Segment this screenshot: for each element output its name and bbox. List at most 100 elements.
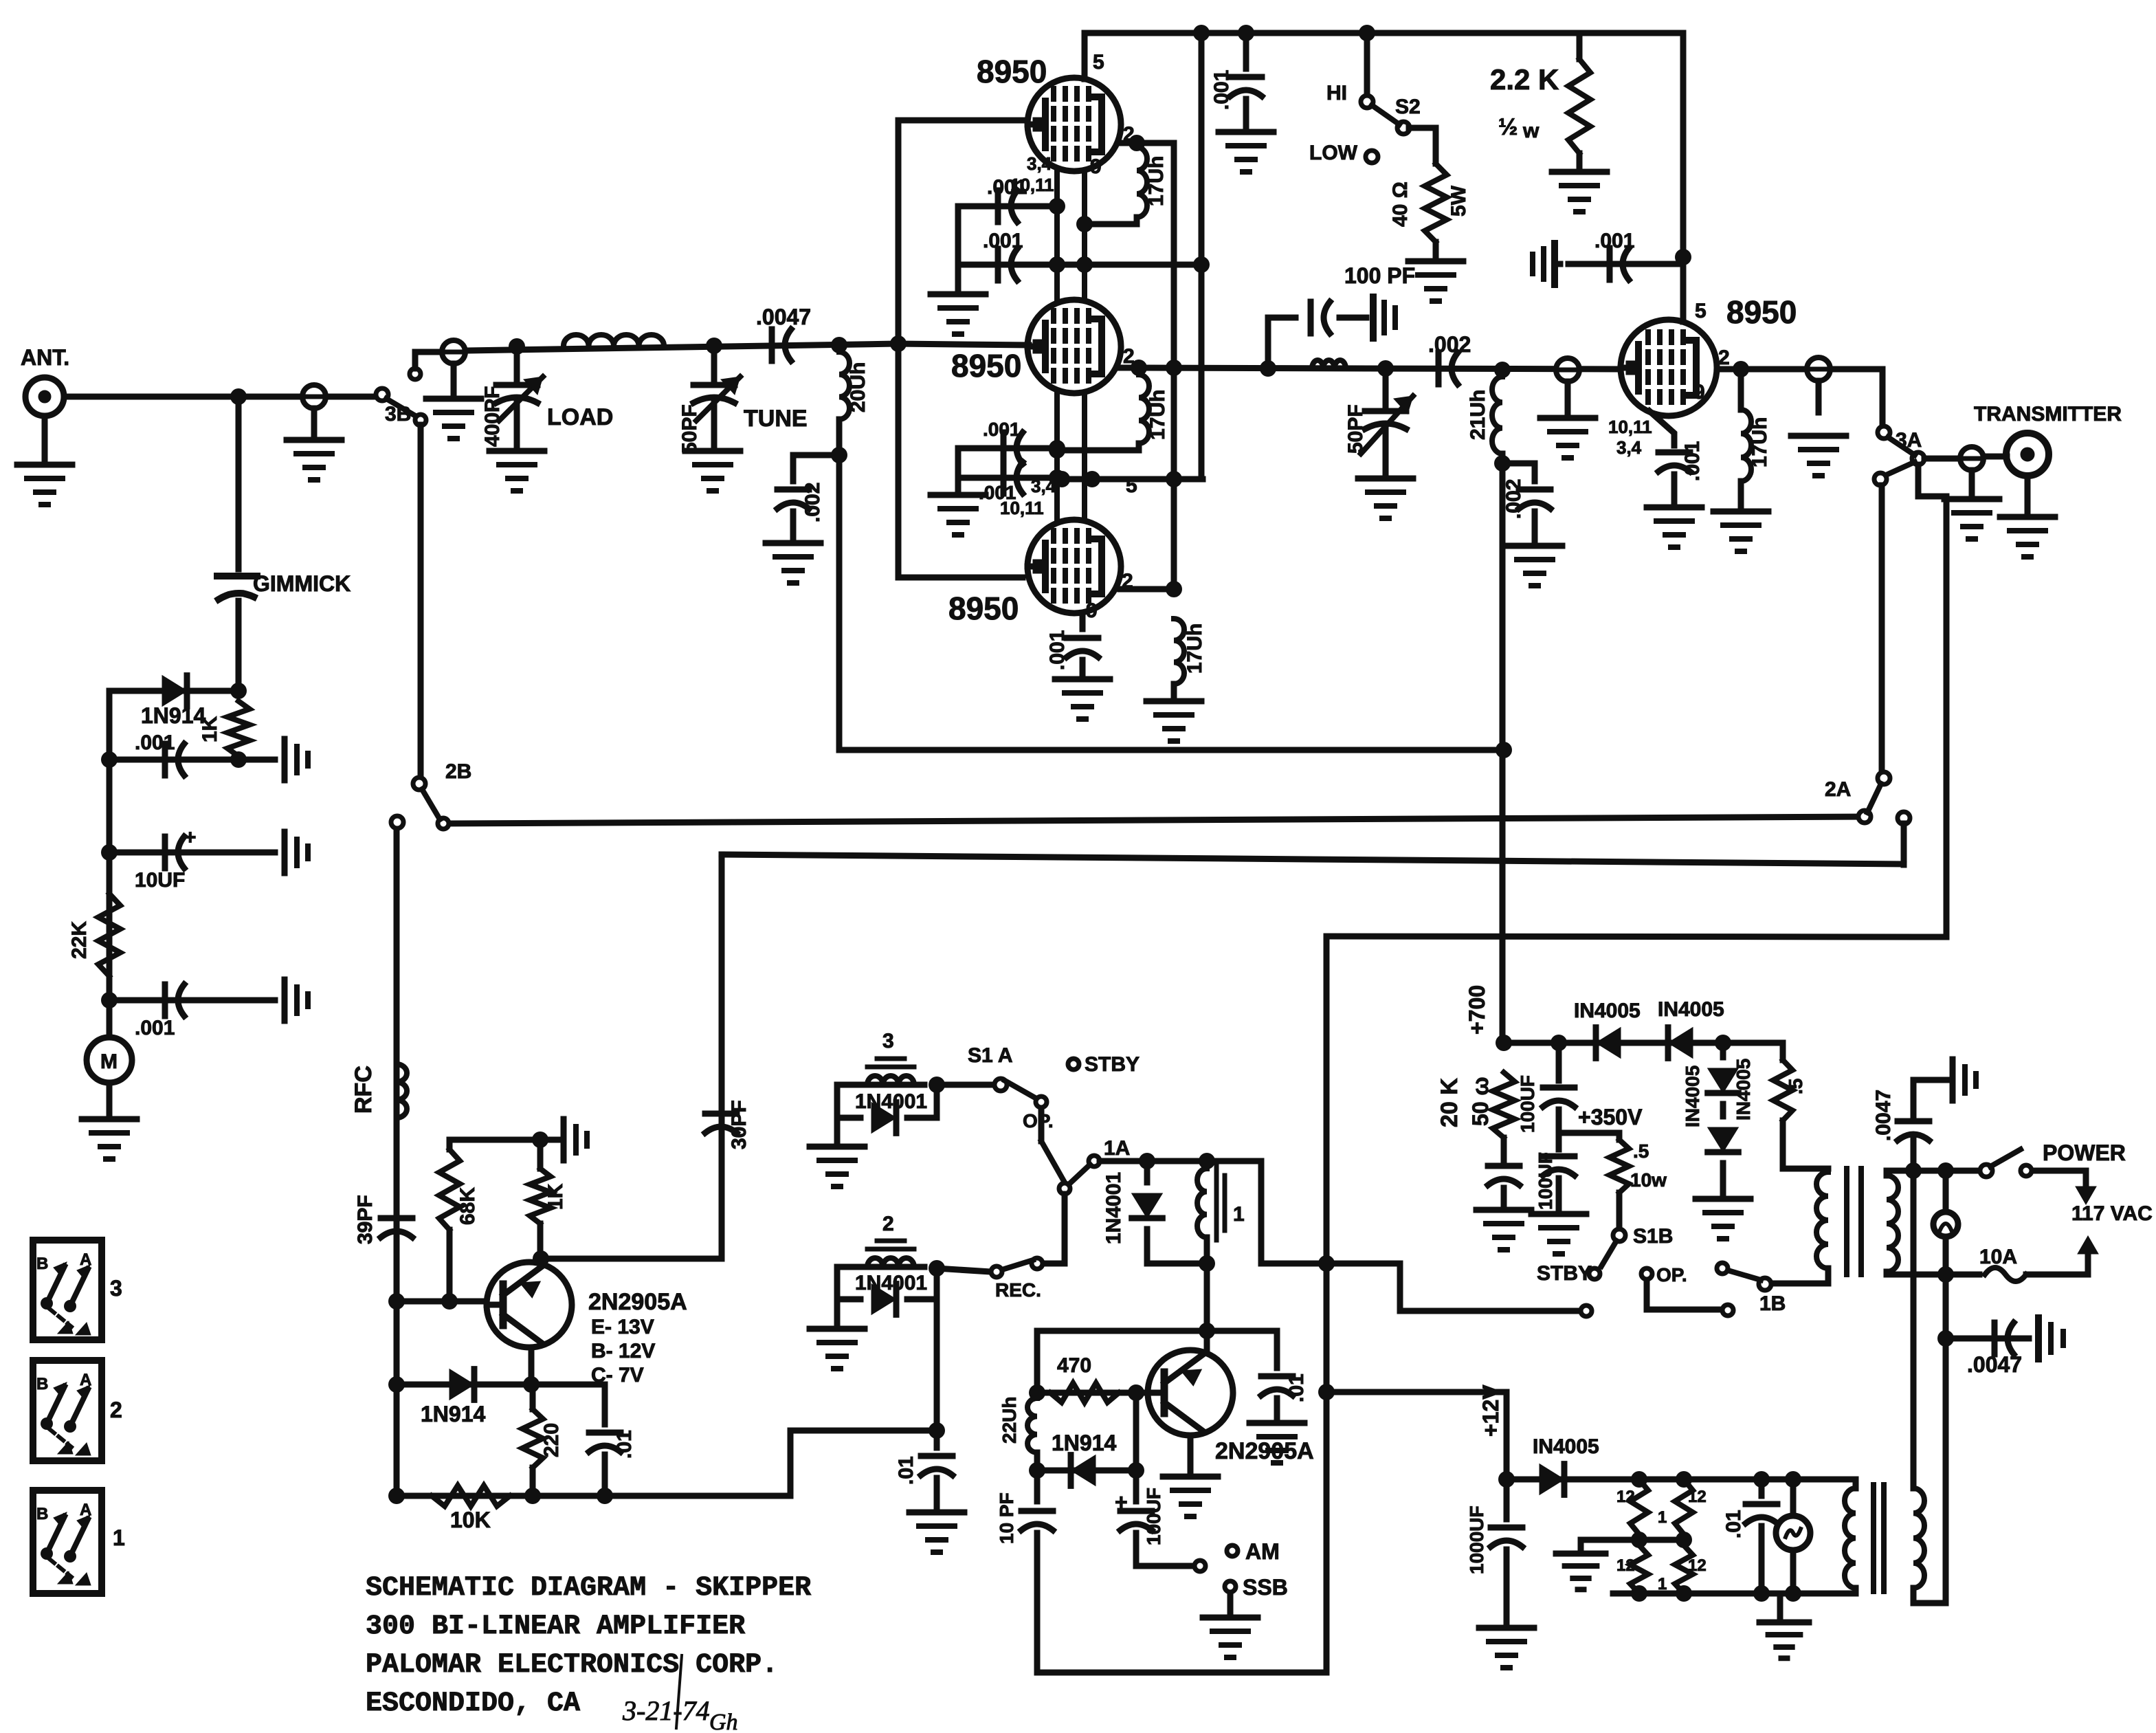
svg-text:1A: 1A: [1104, 1137, 1130, 1160]
svg-text:1: 1: [1658, 1575, 1667, 1593]
svg-text:8950: 8950: [977, 54, 1047, 89]
svg-text:10A: 10A: [1979, 1246, 2017, 1268]
svg-text:10 PF: 10 PF: [996, 1492, 1017, 1544]
svg-text:10,11: 10,11: [1000, 498, 1044, 518]
svg-text:2: 2: [1123, 345, 1135, 368]
svg-text:2: 2: [882, 1213, 894, 1235]
svg-text:50PF: 50PF: [1344, 404, 1367, 454]
svg-text:B- 12V: B- 12V: [591, 1340, 655, 1362]
svg-text:50PF: 50PF: [678, 404, 701, 454]
svg-text:.001: .001: [983, 419, 1021, 440]
svg-text:17Uh: 17Uh: [1748, 417, 1771, 467]
svg-text:SSB: SSB: [1243, 1575, 1288, 1600]
svg-text:2.2 K: 2.2 K: [1490, 63, 1559, 96]
svg-text:A: A: [80, 1371, 91, 1389]
svg-text:100UF: 100UF: [1517, 1075, 1538, 1133]
svg-text:220: 220: [540, 1423, 563, 1457]
svg-text:GIMMICK: GIMMICK: [253, 571, 351, 596]
svg-text:22K: 22K: [68, 921, 91, 959]
svg-text:.002: .002: [1428, 332, 1471, 357]
svg-text:3: 3: [110, 1276, 122, 1301]
svg-text:STBY: STBY: [1085, 1053, 1140, 1076]
svg-text:17Uh: 17Uh: [1183, 623, 1206, 674]
svg-text:w: w: [1522, 120, 1540, 142]
svg-text:3,4: 3,4: [1616, 437, 1642, 458]
svg-text:.001: .001: [1681, 441, 1704, 481]
svg-text:.01: .01: [1285, 1373, 1308, 1402]
svg-text:.001: .001: [983, 230, 1023, 252]
svg-text:M: M: [100, 1050, 118, 1073]
svg-text:ANT.: ANT.: [21, 345, 69, 370]
svg-text:3: 3: [882, 1030, 894, 1052]
svg-text:12: 12: [1688, 1556, 1707, 1575]
svg-text:ESCONDIDO, CA: ESCONDIDO, CA: [366, 1688, 580, 1719]
svg-text:39PF: 39PF: [354, 1195, 377, 1244]
svg-text:300 BI-LINEAR AMPLIFIER: 300 BI-LINEAR AMPLIFIER: [366, 1611, 745, 1642]
svg-text:1N914: 1N914: [421, 1402, 486, 1426]
svg-text:2B: 2B: [445, 760, 471, 783]
svg-text:Gh: Gh: [709, 1710, 738, 1733]
svg-text:IN4005: IN4005: [1533, 1435, 1599, 1458]
svg-text:LOAD: LOAD: [547, 404, 613, 430]
svg-text:100 PF: 100 PF: [1344, 263, 1415, 288]
svg-text:B: B: [36, 1375, 48, 1393]
svg-text:68K: 68K: [456, 1187, 479, 1225]
svg-text:+350V: +350V: [1578, 1105, 1643, 1129]
svg-text:.0047: .0047: [1967, 1352, 2022, 1377]
svg-text:400PF: 400PF: [481, 386, 504, 447]
svg-text:OP.: OP.: [1023, 1110, 1054, 1132]
svg-text:.01: .01: [613, 1430, 636, 1459]
svg-text:9: 9: [1693, 381, 1705, 404]
svg-text:S1B: S1B: [1633, 1225, 1673, 1248]
svg-text:.001: .001: [1046, 630, 1069, 670]
svg-text:2N2905A: 2N2905A: [1215, 1438, 1314, 1464]
svg-text:12: 12: [1616, 1556, 1635, 1575]
svg-text:1: 1: [1658, 1508, 1667, 1527]
svg-text:.001: .001: [987, 176, 1027, 199]
svg-text:12: 12: [1616, 1488, 1635, 1506]
svg-text:A: A: [80, 1250, 91, 1269]
svg-text:8950: 8950: [951, 348, 1021, 384]
svg-text:1000UF: 1000UF: [1466, 1505, 1487, 1574]
svg-text:IN4005: IN4005: [1733, 1059, 1754, 1121]
svg-text:SCHEMATIC DIAGRAM - SKIPPER: SCHEMATIC DIAGRAM - SKIPPER: [366, 1573, 811, 1604]
svg-text:IN4005: IN4005: [1574, 1000, 1641, 1022]
svg-text:RFC: RFC: [351, 1066, 377, 1114]
svg-text:TUNE: TUNE: [744, 406, 808, 432]
svg-text:100UF: 100UF: [1535, 1152, 1556, 1210]
svg-text:2A: 2A: [1825, 778, 1851, 801]
svg-text:OP.: OP.: [1656, 1264, 1687, 1285]
svg-text:.001: .001: [1594, 230, 1634, 252]
svg-text:STBY: STBY: [1537, 1262, 1592, 1285]
svg-text:.001: .001: [135, 731, 175, 754]
svg-text:2N2905A: 2N2905A: [588, 1289, 687, 1315]
svg-text:20 K: 20 K: [1436, 1078, 1463, 1127]
svg-text:3,4: 3,4: [1027, 153, 1052, 174]
svg-text:.002: .002: [1502, 479, 1525, 519]
svg-text:5: 5: [1093, 51, 1104, 74]
svg-text:+: +: [184, 826, 197, 849]
svg-text:.0047: .0047: [756, 305, 811, 329]
svg-text:.002: .002: [801, 483, 824, 522]
svg-text:12: 12: [1688, 1488, 1707, 1506]
svg-text:E- 13V: E- 13V: [591, 1316, 654, 1338]
svg-text:+700: +700: [1465, 985, 1489, 1035]
svg-text:1N4001: 1N4001: [855, 1272, 927, 1294]
svg-text:21Uh: 21Uh: [1467, 390, 1489, 440]
svg-text:2: 2: [110, 1398, 122, 1422]
svg-text:B: B: [36, 1255, 48, 1273]
svg-text:30PF: 30PF: [728, 1100, 751, 1149]
svg-text:5: 5: [1695, 300, 1707, 322]
svg-text:HI: HI: [1326, 82, 1347, 104]
svg-text:IN4005: IN4005: [1682, 1066, 1703, 1127]
svg-text:8950: 8950: [1726, 294, 1797, 330]
svg-text:1: 1: [1233, 1203, 1245, 1226]
svg-text:117 VAC: 117 VAC: [2071, 1202, 2153, 1225]
svg-text:10UF: 10UF: [135, 869, 185, 892]
svg-text:8950: 8950: [948, 590, 1019, 626]
svg-text:5W: 5W: [1447, 185, 1470, 217]
svg-text:REC.: REC.: [995, 1279, 1041, 1301]
svg-text:10,11: 10,11: [1608, 417, 1652, 437]
svg-text:2: 2: [1718, 346, 1730, 369]
svg-text:.5: .5: [1785, 1079, 1806, 1094]
